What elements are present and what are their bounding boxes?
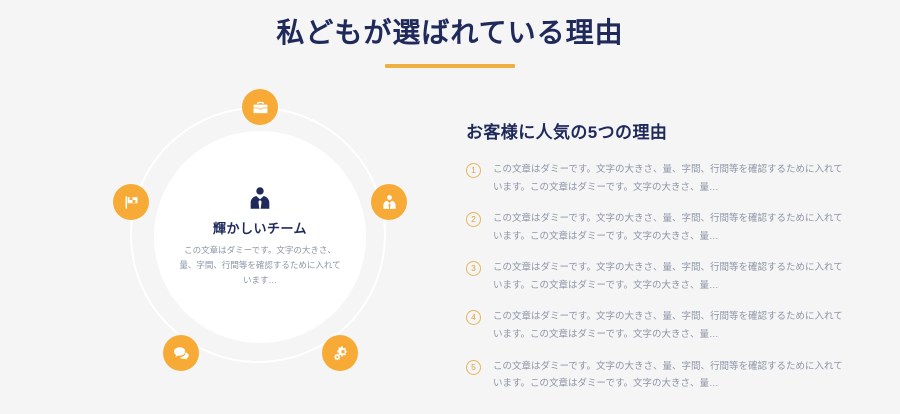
list-item: 4 この文章はダミーです。文字の大きさ、量、字間、行間等を確認するために入れてい… (466, 308, 846, 343)
diagram-node-gears[interactable] (322, 335, 358, 371)
reasons-panel: お客様に人気の5つの理由 1 この文章はダミーです。文字の大きさ、量、字間、行間… (466, 118, 846, 407)
briefcase-icon (253, 101, 267, 113)
title-underline (385, 63, 515, 68)
flag-icon (125, 195, 138, 209)
reason-number-badge: 1 (466, 163, 481, 178)
reason-text: この文章はダミーです。文字の大きさ、量、字間、行間等を確認するために入れています… (493, 213, 843, 242)
reason-number-badge: 3 (466, 261, 481, 277)
page-header: 私どもが選ばれている理由 (0, 0, 900, 68)
reasons-heading: お客様に人気の5つの理由 (466, 123, 668, 142)
reason-text: この文章はダミーです。文字の大きさ、量、字間、行間等を確認するために入れています… (493, 311, 843, 340)
circular-diagram: 輝かしいチーム この文章はダミーです。文字の大きさ、量、字間、行間等を確認するた… (108, 85, 412, 389)
list-item: 1 この文章はダミーです。文字の大きさ、量、字間、行間等を確認するために入れてい… (466, 161, 846, 196)
reason-text: この文章はダミーです。文字の大きさ、量、字間、行間等を確認するために入れています… (493, 262, 843, 291)
list-item: 5 この文章はダミーです。文字の大きさ、量、字間、行間等を確認するために入れてい… (466, 358, 846, 393)
reason-number-badge: 2 (466, 212, 481, 228)
reason-number-badge: 5 (466, 359, 481, 375)
list-item: 3 この文章はダミーです。文字の大きさ、量、字間、行間等を確認するために入れてい… (466, 259, 846, 294)
reason-text: この文章はダミーです。文字の大きさ、量、字間、行間等を確認するために入れています… (493, 360, 843, 390)
diagram-node-comments[interactable] (163, 335, 199, 371)
diagram-center-description: この文章はダミーです。文字の大きさ、量、字間、行間等を確認するために入れています… (179, 245, 341, 285)
diagram-center-card: 輝かしいチーム この文章はダミーです。文字の大きさ、量、字間、行間等を確認するた… (154, 131, 366, 343)
comments-icon (173, 346, 189, 360)
list-item: 2 この文章はダミーです。文字の大きさ、量、字間、行間等を確認するために入れてい… (466, 210, 846, 245)
gears-icon (333, 345, 347, 360)
diagram-node-user[interactable] (371, 184, 407, 220)
user-tie-icon (382, 194, 396, 209)
user-tie-icon (250, 187, 270, 209)
reason-number-badge: 4 (466, 310, 481, 326)
content-area: 輝かしいチーム この文章はダミーです。文字の大きさ、量、字間、行間等を確認するた… (0, 85, 900, 414)
diagram-node-briefcase[interactable] (242, 89, 278, 125)
diagram-node-flag[interactable] (113, 184, 149, 220)
page-title: 私どもが選ばれている理由 (276, 17, 624, 48)
reason-text: この文章はダミーです。文字の大きさ、量、字間、行間等を確認するために入れています… (493, 164, 843, 193)
diagram-center-title: 輝かしいチーム (212, 221, 308, 237)
